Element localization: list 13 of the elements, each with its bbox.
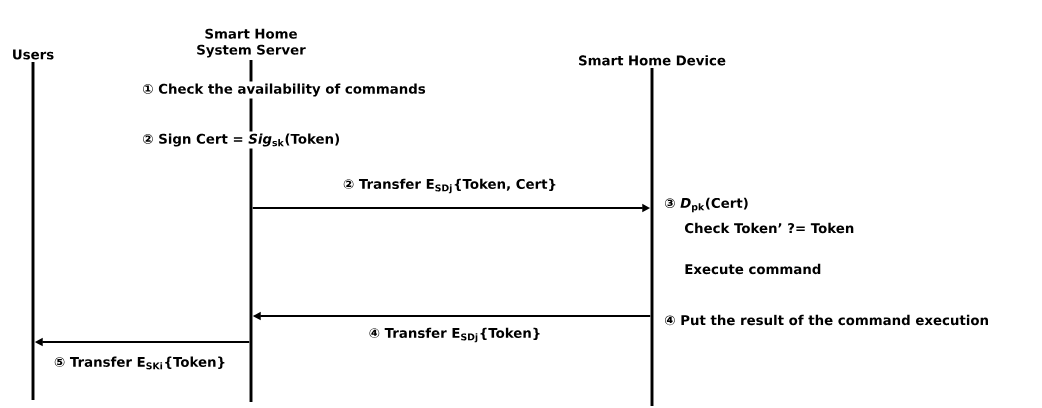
step-note: ③ D$_{pk}$(Cert)	[662, 195, 751, 215]
node-label: Smart Home System Server	[197, 28, 306, 58]
lifeline: Users	[13, 49, 54, 400]
node-label: Smart Home Device	[579, 55, 726, 66]
edge-label: ② Transfer E$_{SDj}${Token, Cert}	[340, 176, 560, 196]
edge-label: ⑤ Transfer E$_{SKi}${Token}	[52, 354, 229, 372]
step-note: ① Check the availability of commands	[140, 81, 428, 99]
step-note: Execute command	[682, 261, 824, 277]
step-note: Check Token’ ?= Token	[682, 220, 857, 236]
step-note: ④ Put the result of the command execution	[662, 312, 992, 328]
step-note: ② Sign Cert = Sig$_{sk}$(Token)	[140, 131, 343, 149]
edge-label: ④ Transfer E$_{SDj}${Token}	[366, 325, 544, 345]
node-label: Users	[13, 49, 54, 60]
